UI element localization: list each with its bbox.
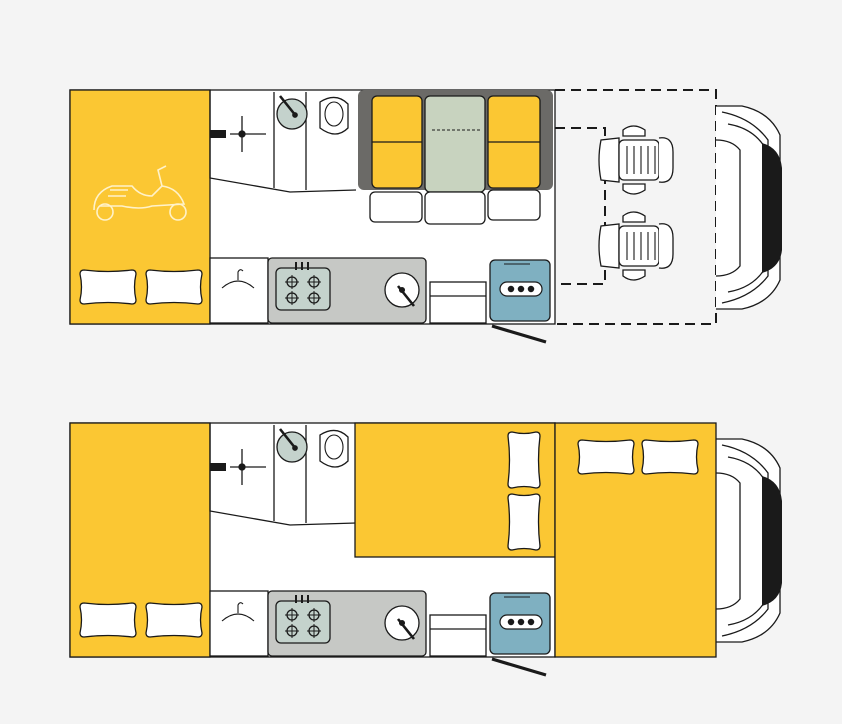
shower-icon xyxy=(210,463,226,471)
toilet-bowl xyxy=(324,434,344,460)
van-nose-inner-line xyxy=(727,269,765,293)
kitchen-strip xyxy=(209,257,551,344)
fridge-indicator-2 xyxy=(517,618,525,626)
bathroom xyxy=(209,90,357,193)
scooter-body xyxy=(100,185,186,209)
washbasin-icon xyxy=(276,98,308,130)
sink-drain xyxy=(398,619,406,627)
shower-drain xyxy=(238,463,246,471)
windshield-line xyxy=(715,472,741,610)
hanger-icon xyxy=(221,269,255,289)
hanger-icon xyxy=(221,602,255,622)
swivel-seat-icon xyxy=(598,125,674,195)
fridge-indicator-1 xyxy=(507,285,515,293)
shower-drain xyxy=(238,130,246,138)
bumper xyxy=(762,143,782,273)
van-nose-inner-line xyxy=(727,456,765,480)
scooter-icon xyxy=(93,165,187,221)
wardrobe xyxy=(209,590,269,657)
pillow xyxy=(641,439,699,475)
cooktop xyxy=(275,600,331,644)
bumper xyxy=(762,476,782,606)
entry-step xyxy=(429,614,487,657)
cab-inner-outline xyxy=(555,127,606,285)
dinette-foot-cushion xyxy=(424,191,486,225)
shower-icon xyxy=(210,130,226,138)
dinette-foot-cushion xyxy=(487,189,541,221)
wardrobe xyxy=(209,257,269,324)
washbasin-icon xyxy=(276,431,308,463)
burner-cross xyxy=(307,624,321,638)
burner-cross xyxy=(285,624,299,638)
entry-step xyxy=(429,281,487,324)
van-nose-inner-line xyxy=(727,602,765,626)
burner-cross xyxy=(307,291,321,305)
pillow xyxy=(145,269,203,305)
washbasin-tap xyxy=(278,95,298,117)
dinette-foot-cushion xyxy=(369,191,423,223)
van-nose xyxy=(715,438,782,643)
burner-cross xyxy=(285,291,299,305)
fridge-indicator-1 xyxy=(507,618,515,626)
van-nose xyxy=(715,105,782,310)
washbasin-drain xyxy=(292,445,298,451)
burner-cross xyxy=(307,608,321,622)
burner-cross xyxy=(285,608,299,622)
pillow xyxy=(145,602,203,638)
toilet-bowl xyxy=(324,101,344,127)
floorplan-day-layout xyxy=(69,89,782,344)
sink-drain xyxy=(398,286,406,294)
pillow xyxy=(79,269,137,305)
pillow xyxy=(577,439,635,475)
windshield-line xyxy=(715,139,741,277)
burner-cross xyxy=(307,275,321,289)
table-icon xyxy=(424,95,486,193)
pillow xyxy=(507,493,541,551)
scooter-seat xyxy=(108,189,128,197)
scooter-wheel xyxy=(96,203,114,221)
entry-door xyxy=(491,657,547,677)
swivel-seat-icon xyxy=(598,211,674,281)
bathroom xyxy=(209,423,357,526)
washbasin-drain xyxy=(292,112,298,118)
pillow xyxy=(507,431,541,489)
scooter-wheel xyxy=(169,203,187,221)
fridge-indicator-3 xyxy=(527,618,535,626)
fridge-indicator-2 xyxy=(517,285,525,293)
cooktop xyxy=(275,267,331,311)
van-nose-inner-line xyxy=(727,123,765,147)
burner-knobs xyxy=(295,595,309,603)
fridge-indicator-3 xyxy=(527,285,535,293)
washbasin-tap xyxy=(278,428,298,450)
burner-cross xyxy=(285,275,299,289)
burner-knobs xyxy=(295,262,309,270)
cab-outline xyxy=(555,89,717,325)
kitchen-strip xyxy=(209,590,551,677)
entry-door xyxy=(491,324,547,344)
pillow xyxy=(79,602,137,638)
floorplan-night-layout xyxy=(69,422,782,677)
scooter-body xyxy=(93,165,167,211)
